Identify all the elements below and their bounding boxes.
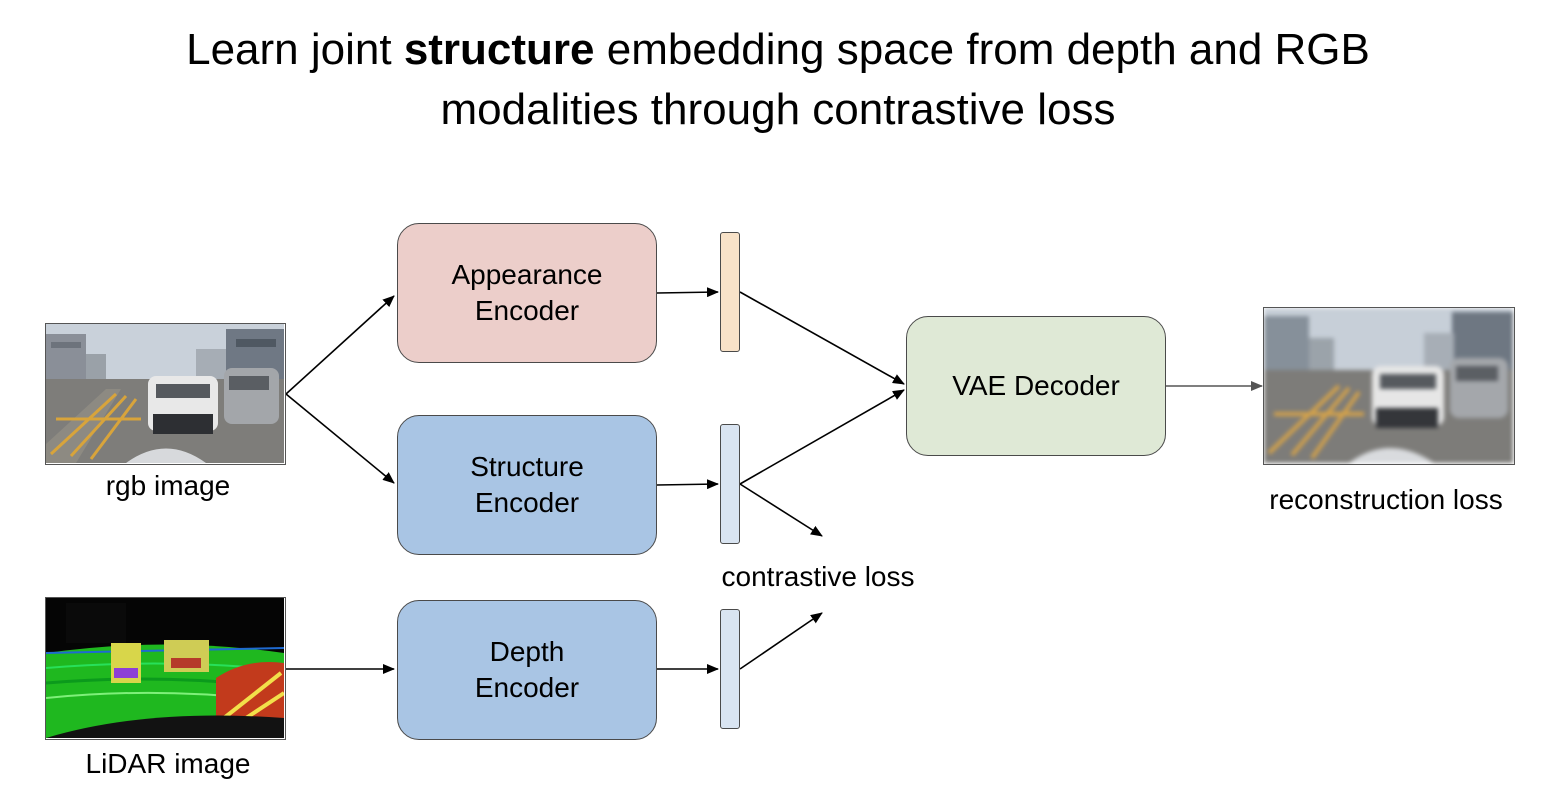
contrastive-loss-label: contrastive loss [721,561,915,592]
arrow-depth-embedding-to-contrastive [739,612,823,670]
appearance-embedding-vector [720,232,740,352]
structure-embedding-vector [720,424,740,544]
depth-encoder-label-line-2: Encoder [474,672,580,703]
title-text-before: Learn joint [186,25,404,74]
vae-decoder-label: VAE Decoder [952,370,1120,401]
depth-encoder-label-line-1: Depth [489,636,565,667]
depth-embedding-vector [720,609,740,729]
rgb-input-image [45,323,286,465]
reconstructed-output-image [1263,307,1515,465]
arrow-appearance-to-embedding [656,287,719,298]
structure-encoder-label-line-1: Structure [470,451,584,482]
diagram-title-line-2: modalities through contrastive loss [440,85,1116,134]
arrow-rgb-to-structure [285,393,395,484]
appearance-encoder-label-line-2: Encoder [474,295,580,326]
arrow-structure-embedding-to-decoder [739,389,905,485]
reconstruction-loss-label: reconstruction loss [1269,484,1503,515]
title-text-after: embedding space from depth and RGB [594,25,1370,74]
arrow-rgb-to-appearance [285,295,395,395]
arrow-appearance-embedding-to-decoder [739,291,905,385]
vae-decoder-block: VAE Decoder [906,316,1166,456]
title-bold-word: structure [403,25,595,74]
arrow-structure-to-embedding [656,479,719,490]
lidar-input-image [45,597,286,740]
rgb-image-label: rgb image [105,470,231,501]
appearance-encoder-label-line-1: Appearance [451,259,603,290]
arrow-structure-embedding-to-contrastive [739,483,823,537]
structure-encoder-label-line-2: Encoder [474,487,580,518]
lidar-image-label: LiDAR image [85,748,251,779]
diagram-title-line-1: Learn joint structure embedding space fr… [0,24,1556,76]
